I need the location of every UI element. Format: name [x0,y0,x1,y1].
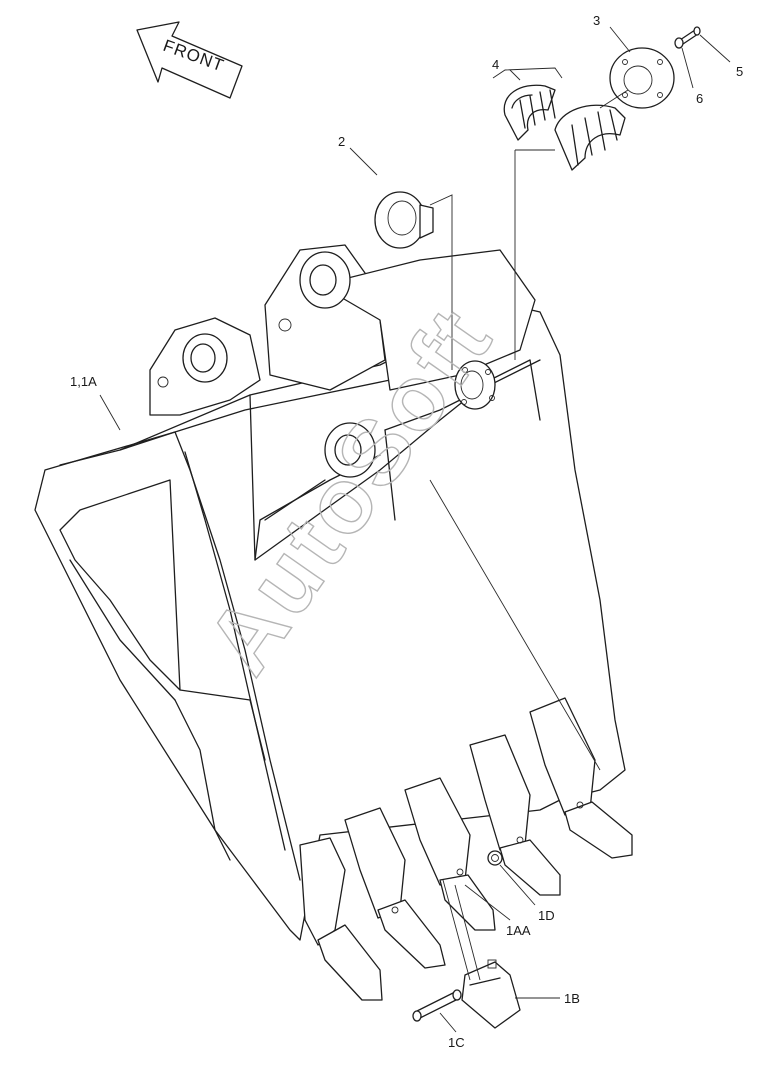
callout-1aa: 1AA [506,923,531,938]
callout-1d: 1D [538,908,555,923]
plate-3 [609,47,675,109]
callout-3: 3 [593,13,600,28]
tooth-point-1b [461,959,521,1029]
bucket-teeth [299,697,633,1001]
tooth-5 [529,697,633,859]
callout-labels: 1,1A 2 3 4 5 6 1AA 1B 1C 1D [70,13,743,1050]
tooth-4 [469,734,561,896]
front-arrow-icon: FRONT [136,21,243,99]
leader-lines [99,26,731,1033]
callout-5: 5 [736,64,743,79]
callout-1-1a: 1,1A [70,374,97,389]
callout-1b: 1B [564,991,580,1006]
tooth-2 [344,807,446,969]
pin-1c [412,989,462,1022]
callout-6: 6 [696,91,703,106]
shims-4 [503,84,626,171]
callout-1c: 1C [448,1035,465,1050]
callout-2: 2 [338,134,345,149]
bushing-2 [374,191,434,249]
bucket-body [34,244,626,941]
washer-6 [674,37,684,49]
tooth-1 [299,837,383,1001]
callout-4: 4 [492,57,499,72]
tooth-3 [404,777,496,931]
